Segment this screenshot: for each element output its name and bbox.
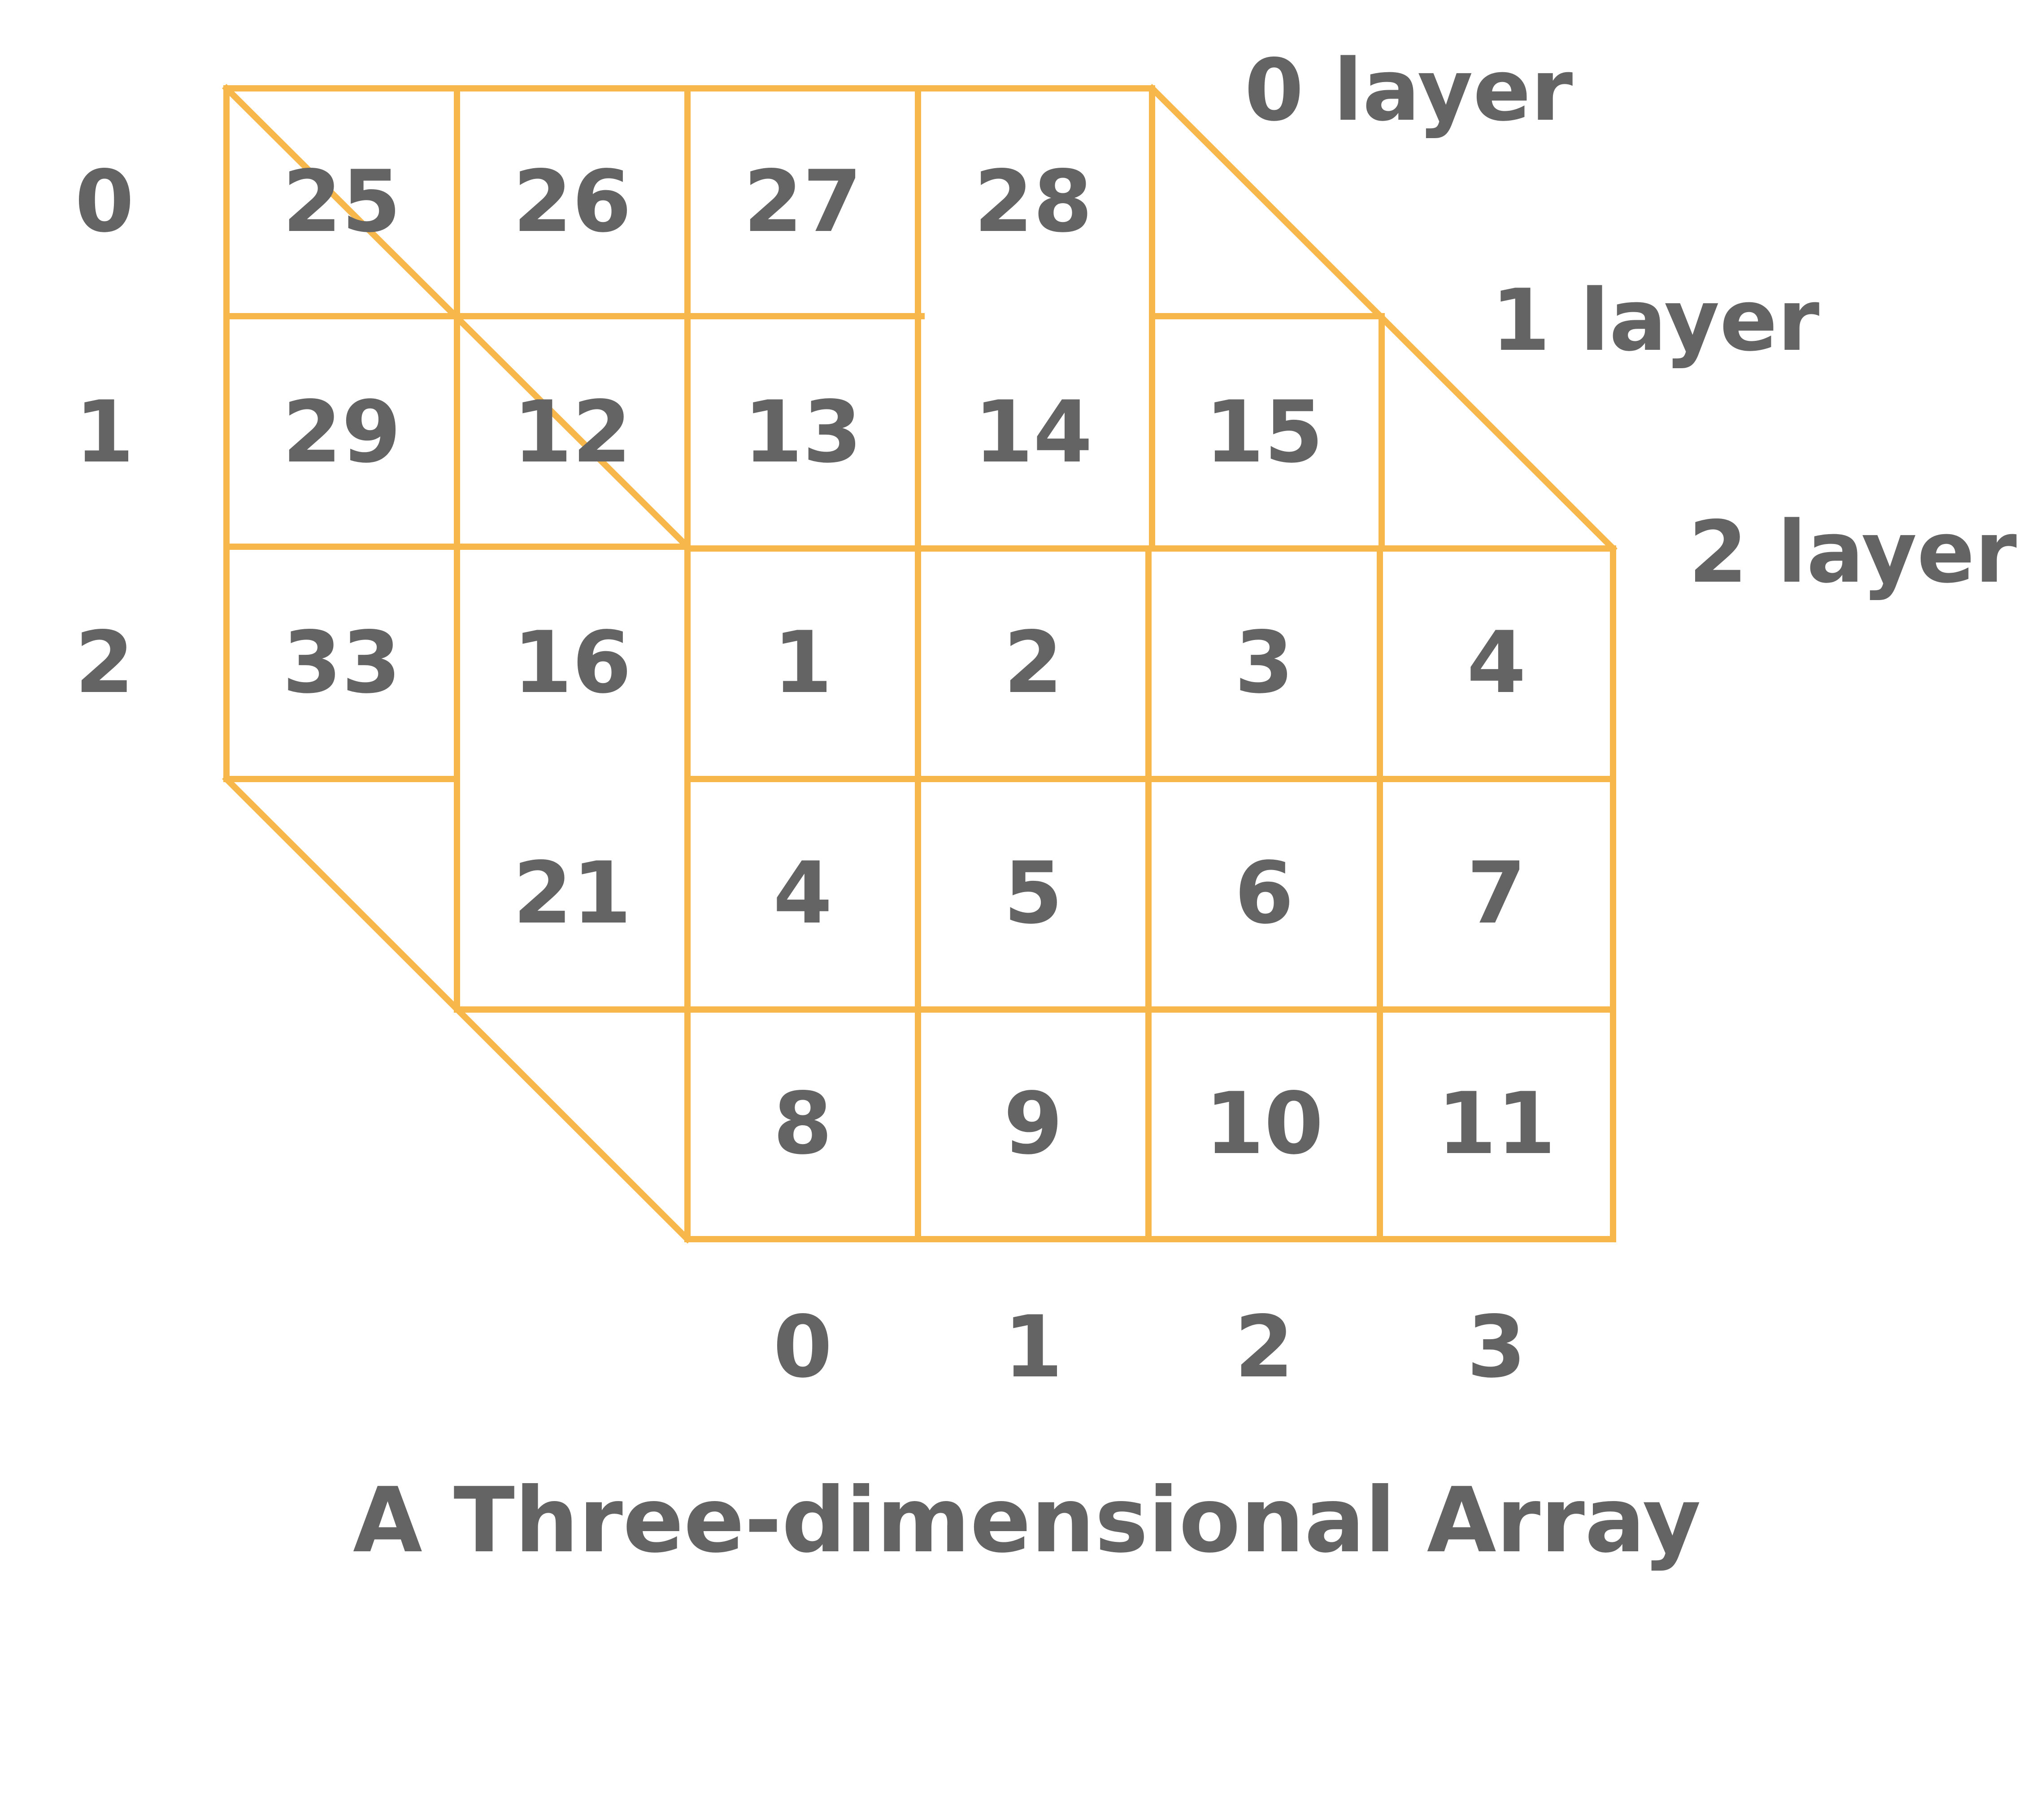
cell-layer0-r0-c2: 27 <box>744 152 862 251</box>
column-labels: 0 1 2 3 <box>773 1297 1526 1397</box>
row-labels: 0 1 2 <box>75 152 134 712</box>
diagram-caption: A Three-dimensional Array <box>353 1468 1701 1573</box>
cell-layer2-r2-c0: 8 <box>773 1074 832 1173</box>
cell-layer2-r1-c0: 4 <box>773 844 832 943</box>
cell-layer2-r1-c2: 6 <box>1235 844 1294 943</box>
cell-layer0-r0-c0: 25 <box>283 152 401 251</box>
cell-layer0-r2-c0: 33 <box>283 613 401 712</box>
cell-layer2-r0-c2: 3 <box>1235 613 1294 712</box>
column-label-1: 1 <box>1004 1297 1063 1397</box>
cell-layer2-r2-c2: 10 <box>1205 1074 1323 1173</box>
cell-layer0-r1-c0: 29 <box>283 383 401 482</box>
layer-0-grid <box>223 85 1155 782</box>
layer-2-grid <box>684 545 1616 1242</box>
row-label-0: 0 <box>75 152 134 251</box>
cell-layer1-r0-c1: 13 <box>744 383 862 482</box>
layer-label-1: 1 layer <box>1491 271 1820 370</box>
cell-layer0-r0-c1: 26 <box>513 152 631 251</box>
row-label-2: 2 <box>75 613 134 712</box>
cell-layer2-r2-c1: 9 <box>1004 1074 1063 1173</box>
cell-layer2-r0-c0: 1 <box>773 613 832 712</box>
cell-layer1-r0-c0: 12 <box>513 383 631 482</box>
column-label-3: 3 <box>1467 1297 1526 1397</box>
cell-layer1-r0-c3: 15 <box>1205 383 1323 482</box>
layer-1-grid <box>454 313 1385 1013</box>
layer-label-0: 0 layer <box>1244 41 1573 140</box>
cell-layer2-r0-c1: 2 <box>1004 613 1063 712</box>
cell-layer1-r1-c0: 16 <box>513 613 631 712</box>
cell-layer2-r1-c1: 5 <box>1004 844 1063 943</box>
layer-labels: 0 layer 1 layer 2 layer <box>1244 41 2017 602</box>
array-grid-lines <box>222 84 1618 1244</box>
cell-layer1-r0-c2: 14 <box>974 383 1092 482</box>
cell-layer1-r2-c0: 21 <box>513 844 631 943</box>
depth-diagonals <box>222 84 1618 1244</box>
cell-layer2-r1-c3: 7 <box>1467 844 1526 943</box>
layer-label-2: 2 layer <box>1688 503 2017 602</box>
cell-layer2-r2-c3: 11 <box>1437 1074 1556 1173</box>
column-label-0: 0 <box>773 1297 832 1397</box>
cell-layer2-r0-c3: 4 <box>1467 613 1526 712</box>
row-label-1: 1 <box>75 383 134 482</box>
column-label-2: 2 <box>1235 1297 1294 1397</box>
cell-layer0-r0-c3: 28 <box>974 152 1092 251</box>
